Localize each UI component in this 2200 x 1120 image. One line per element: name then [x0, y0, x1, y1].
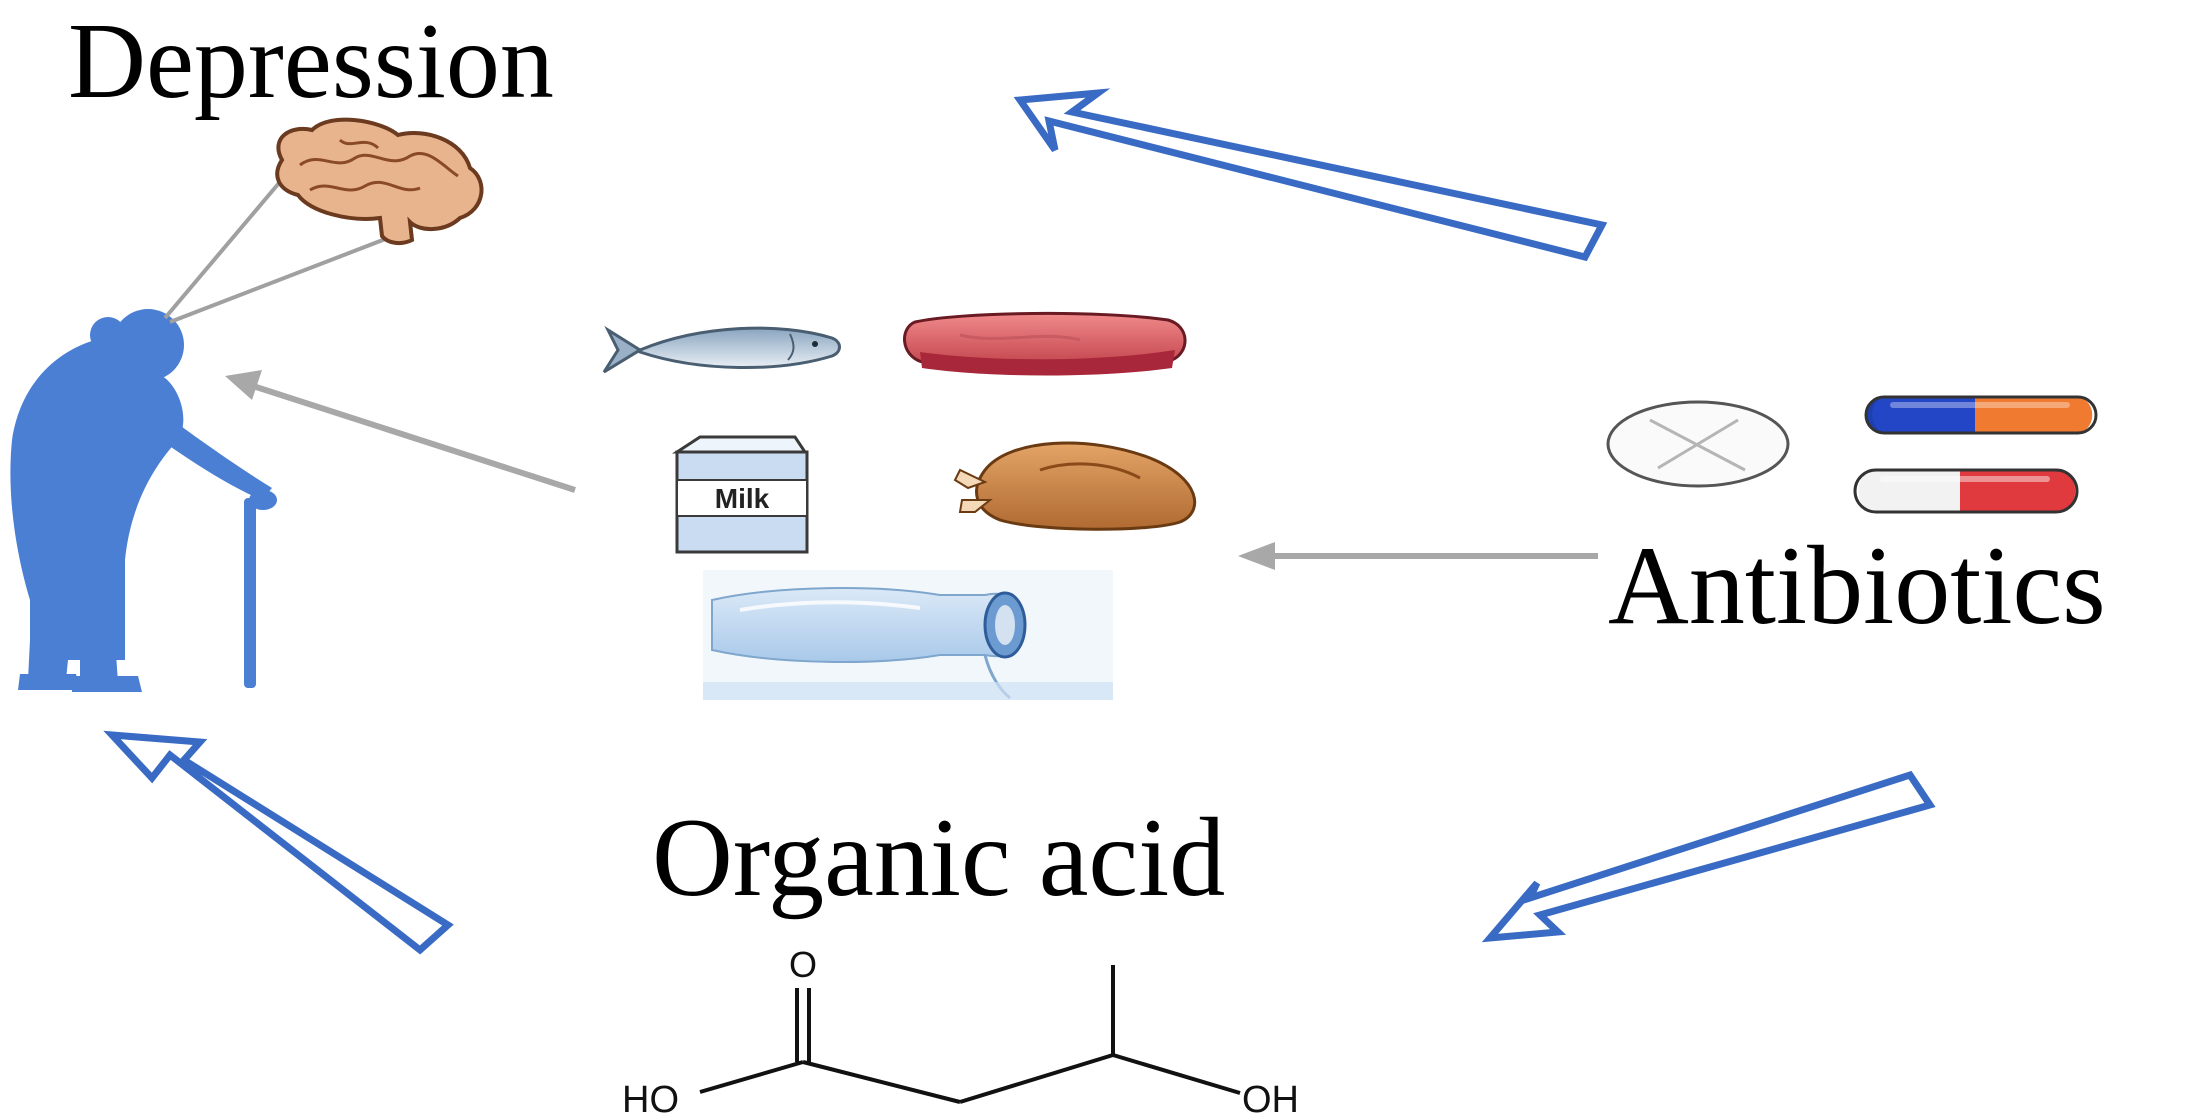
elderly-person-icon	[10, 309, 277, 692]
arrow-antibiotics-to-organic-acid	[1481, 770, 1936, 943]
milk-carton-icon: Milk	[671, 435, 809, 554]
capsule-blue-orange-icon	[1864, 395, 2098, 435]
hydroxyl-right-label: OH	[1242, 1079, 1299, 1120]
brain-icon	[275, 117, 484, 246]
carbonyl-oxygen-label: O	[789, 944, 817, 985]
organic-acid-molecule	[699, 965, 1241, 1104]
antibiotics-label: Antibiotics	[1608, 524, 2106, 648]
head-to-brain-lines	[163, 168, 389, 324]
arrow-food-to-person	[225, 370, 576, 493]
milk-label: Milk	[715, 483, 770, 514]
roast-chicken-icon	[953, 441, 1197, 531]
arrow-antibiotics-to-food	[1238, 542, 1598, 570]
capsule-white-red-icon	[1853, 468, 2079, 514]
arrow-antibiotics-to-depression	[1013, 88, 1608, 262]
meat-icon	[903, 311, 1187, 376]
fish-icon	[602, 325, 841, 374]
depression-label: Depression	[68, 2, 554, 121]
hydroxyl-left-label: HO	[622, 1079, 679, 1120]
arrow-organic-acid-to-depression	[103, 730, 454, 955]
water-bottle-icon	[703, 570, 1113, 700]
tablet-pill-icon	[1606, 400, 1790, 488]
organic-acid-label: Organic acid	[652, 796, 1226, 920]
